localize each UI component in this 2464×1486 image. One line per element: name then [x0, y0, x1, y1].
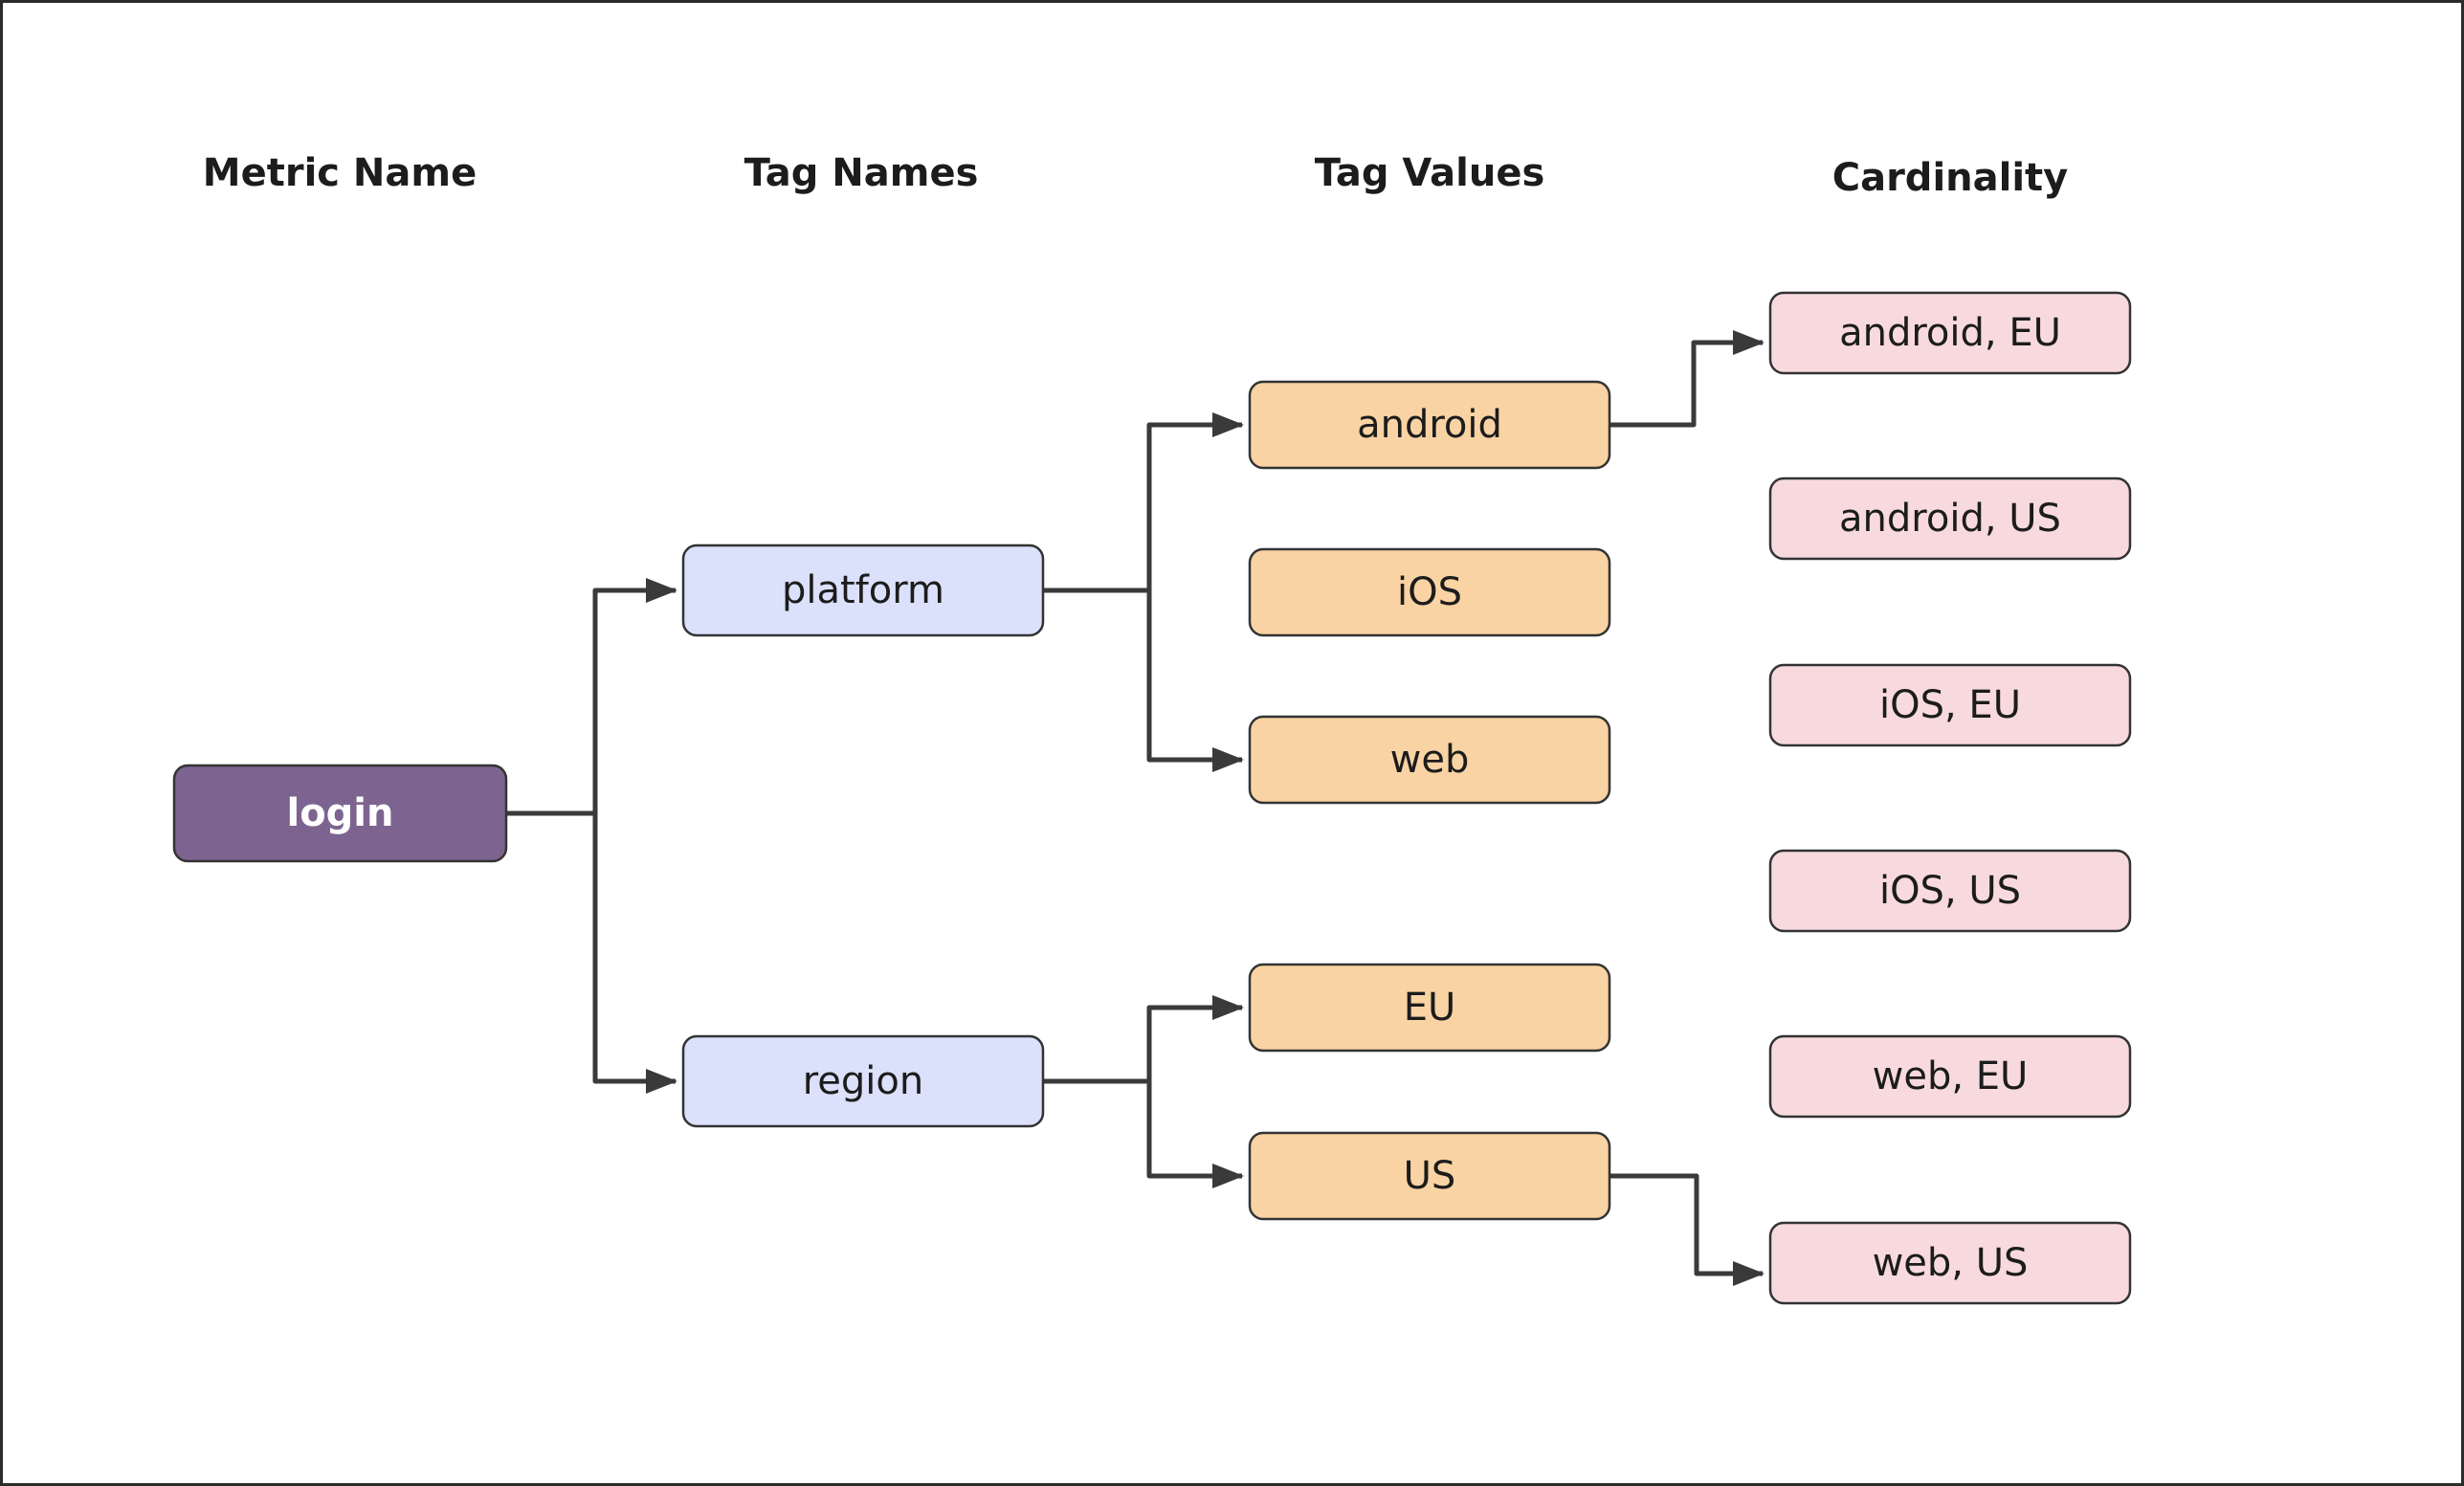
- column-header-cardinality: Cardinality: [1832, 156, 2069, 200]
- edge-us-to-web_us: [1609, 1173, 1765, 1287]
- node-ios_eu[interactable]: iOS, EU: [1768, 663, 2132, 747]
- node-shape-web_eu: [1768, 1034, 2132, 1119]
- node-label-android: android: [1357, 403, 1502, 447]
- node-shape-web_us: [1768, 1221, 2132, 1305]
- node-shape-region: [681, 1034, 1045, 1128]
- node-shape-web: [1248, 715, 1611, 805]
- node-shape-us: [1248, 1131, 1611, 1221]
- node-label-ios: iOS: [1397, 570, 1462, 614]
- node-label-android_us: android, US: [1839, 497, 2061, 541]
- node-label-us: US: [1404, 1154, 1456, 1198]
- node-android_eu[interactable]: android, EU: [1768, 291, 2132, 375]
- edge-android-to-android_eu: [1609, 330, 1765, 428]
- column-header-tag-names: Tag Names: [744, 151, 979, 195]
- node-shape-android_us: [1768, 477, 2132, 561]
- headers-layer: Metric Name Tag Names Tag Values Cardinalit…: [203, 151, 2068, 200]
- edge-region-to-us: [1146, 1081, 1245, 1189]
- edge-login-to-region: [506, 810, 678, 1095]
- edge-platform-to-android: [1043, 412, 1245, 593]
- node-shape-platform: [681, 543, 1045, 637]
- node-android_us[interactable]: android, US: [1768, 477, 2132, 561]
- node-android[interactable]: android: [1248, 380, 1611, 470]
- node-label-login: login: [286, 791, 393, 835]
- node-shape-ios: [1248, 547, 1611, 637]
- node-shape-ios_eu: [1768, 663, 2132, 747]
- node-label-platform: platform: [782, 568, 944, 612]
- node-label-web_eu: web, EU: [1873, 1054, 2029, 1098]
- edge-region-to-eu: [1043, 995, 1245, 1084]
- node-label-eu: EU: [1404, 986, 1456, 1030]
- node-shape-ios_us: [1768, 849, 2132, 933]
- node-login[interactable]: login: [172, 764, 508, 863]
- node-shape-login: [172, 764, 508, 863]
- node-label-web: web: [1390, 738, 1470, 782]
- node-label-ios_us: iOS, US: [1879, 869, 2021, 913]
- node-label-region: region: [803, 1059, 924, 1103]
- node-ios[interactable]: iOS: [1248, 547, 1611, 637]
- column-header-tag-values: Tag Values: [1315, 151, 1545, 195]
- node-label-android_eu: android, EU: [1839, 311, 2061, 355]
- edge-login-to-platform: [506, 578, 678, 816]
- node-shape-eu: [1248, 963, 1611, 1053]
- node-ios_us[interactable]: iOS, US: [1768, 849, 2132, 933]
- edges-layer: [506, 330, 1765, 1287]
- node-region[interactable]: region: [681, 1034, 1045, 1128]
- node-web_us[interactable]: web, US: [1768, 1221, 2132, 1305]
- node-web[interactable]: web: [1248, 715, 1611, 805]
- node-eu[interactable]: EU: [1248, 963, 1611, 1053]
- node-web_eu[interactable]: web, EU: [1768, 1034, 2132, 1119]
- node-label-web_us: web, US: [1873, 1241, 2029, 1285]
- column-header-metric-name: Metric Name: [203, 151, 477, 195]
- node-shape-android_eu: [1768, 291, 2132, 375]
- edge-platform-to-web: [1146, 590, 1245, 773]
- node-shape-android: [1248, 380, 1611, 470]
- node-platform[interactable]: platform: [681, 543, 1045, 637]
- node-us[interactable]: US: [1248, 1131, 1611, 1221]
- node-label-ios_eu: iOS, EU: [1879, 683, 2021, 727]
